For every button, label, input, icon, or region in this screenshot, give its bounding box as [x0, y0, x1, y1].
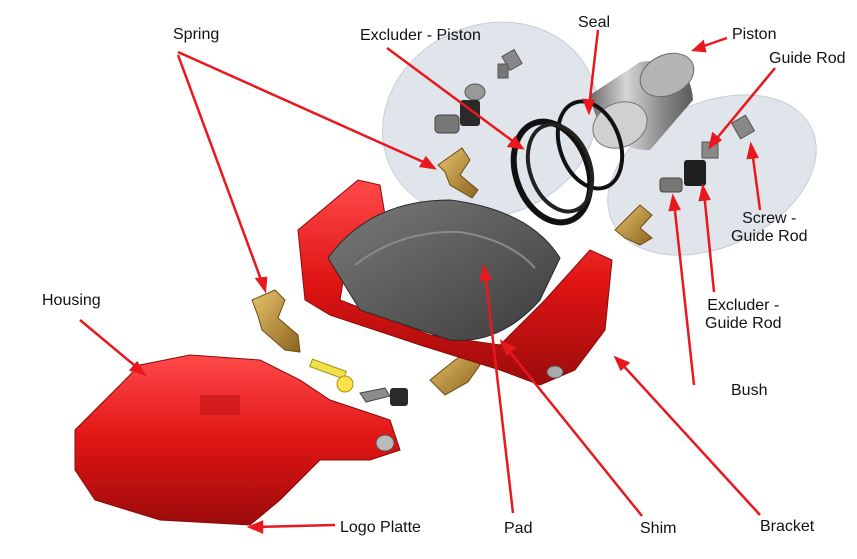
housing-bolt-gray — [359, 387, 408, 406]
housing-part — [74, 354, 401, 526]
spring-clip-lower — [429, 349, 481, 396]
arrows — [79, 29, 776, 534]
label-pad: Pad — [504, 520, 533, 537]
label-screw-guide-rod-line2: Guide Rod — [731, 228, 808, 245]
label-excluder-guide-rod-line1: Excluder - — [707, 297, 780, 314]
label-piston: Piston — [732, 26, 777, 43]
label-spring: Spring — [173, 26, 220, 43]
pad-part — [327, 199, 561, 341]
seal-ring — [555, 99, 625, 191]
housing-bolt-yellow — [309, 358, 354, 393]
guide-rod-set-right — [659, 114, 756, 193]
label-bush: Bush — [731, 382, 768, 399]
label-bracket: Bracket — [760, 518, 815, 535]
label-excluder-piston: Excluder - Piston — [360, 27, 481, 44]
label-seal: Seal — [578, 14, 611, 31]
label-screw-guide-rod-line1: Screw - — [742, 210, 797, 227]
label-shim: Shim — [640, 520, 677, 537]
spring-clip-left — [251, 289, 301, 353]
excluder-piston-part — [510, 118, 595, 226]
spring-clip-upper — [437, 147, 479, 199]
label-excluder-guide-rod: Excluder - Guide Rod — [705, 297, 782, 333]
label-guide-rod: Guide Rod — [769, 50, 846, 67]
label-screw-guide-rod: Screw - Guide Rod — [731, 210, 808, 246]
label-excluder-guide-rod-line2: Guide Rod — [705, 315, 782, 332]
label-housing: Housing — [42, 292, 101, 309]
guide-rod-set-upper — [434, 48, 523, 134]
label-logo-platte: Logo Platte — [340, 519, 421, 536]
spring-clip-right — [614, 204, 653, 246]
